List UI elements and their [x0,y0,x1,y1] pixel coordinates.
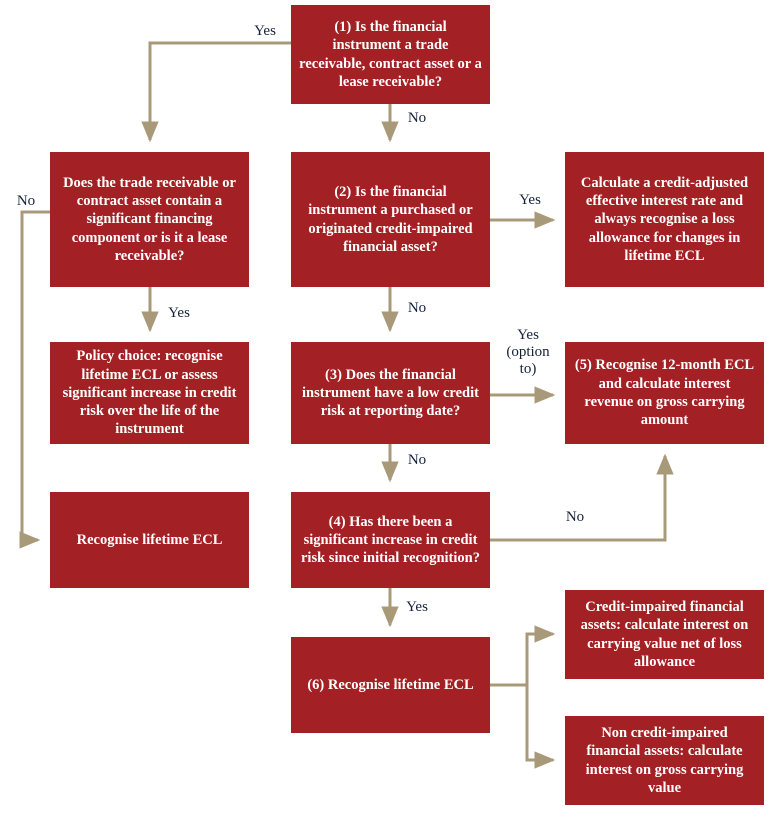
edge-label-q3-no: No [407,452,427,468]
connector-e-q4-no [490,453,674,542]
flowchart-node-label: (4) Has there been a significant increas… [301,513,480,567]
flowchart-node-label: (3) Does the financial instrument have a… [302,366,479,420]
connector-e-q1a-no [19,210,50,549]
edge-label-q1a-yes: Yes [168,305,190,321]
flowchart-node-label: (2) Is the financial instrument a purcha… [308,183,473,255]
edge-label-q4-no: No [565,509,585,525]
flowchart-node-label: Recognise lifetime ECL [76,531,223,548]
edge-label-q2-yes: Yes [519,192,541,208]
flowchart-node-a2yes: Calculate a credit-adjusted effective in… [565,152,764,287]
edge-label-q2-no: No [407,300,427,316]
flowchart-node-a1yes: Policy choice: recognise lifetime ECL or… [50,342,249,444]
edge-label-q4-yes: Yes [406,599,428,615]
edge-label-q1a-no: No [16,193,36,209]
edge-label-q1-yes: Yes [254,23,276,39]
edge-label-q3-yes-option-to: Yes (option to) [506,327,550,377]
flowchart-node-q3: (3) Does the financial instrument have a… [291,342,490,444]
flowchart-node-label: (5) Recognise 12-month ECL and calculate… [574,357,755,429]
flowchart-node-label: Non credit-impaired financial assets: ca… [585,724,744,796]
flowchart-node-a6a: Credit-impaired financial assets: calcul… [565,590,764,679]
flowchart-node-label: (1) Is the financial instrument a trade … [299,18,482,90]
flowchart-node-label: Credit-impaired financial assets: calcul… [580,598,749,670]
flowchart-node-q1a: Does the trade receivable or contract as… [50,152,249,287]
flowchart-node-q4: (4) Has there been a significant increas… [291,492,490,588]
flowchart-node-q1: (1) Is the financial instrument a trade … [291,5,490,104]
flowchart-node-a6: (6) Recognise lifetime ECL [291,637,490,733]
flowchart-node-label: Does the trade receivable or contract as… [63,174,236,264]
flowchart-node-label: Calculate a credit-adjusted effective in… [580,174,749,264]
flowchart-node-label: (6) Recognise lifetime ECL [307,676,474,693]
flowchart-node-a5: (5) Recognise 12-month ECL and calculate… [565,342,764,444]
flowchart-node-q2: (2) Is the financial instrument a purcha… [291,152,490,287]
flowchart-node-a1no: Recognise lifetime ECL [50,492,249,588]
edge-label-q1-no: No [407,110,427,126]
flowchart-node-label: Policy choice: recognise lifetime ECL or… [62,348,237,438]
connector-e-q1-yes [141,41,291,143]
flowchart-node-a6b: Non credit-impaired financial assets: ca… [565,716,764,805]
connector-e-a6-bottom [525,685,556,769]
connector-e-a6-top [490,625,556,687]
